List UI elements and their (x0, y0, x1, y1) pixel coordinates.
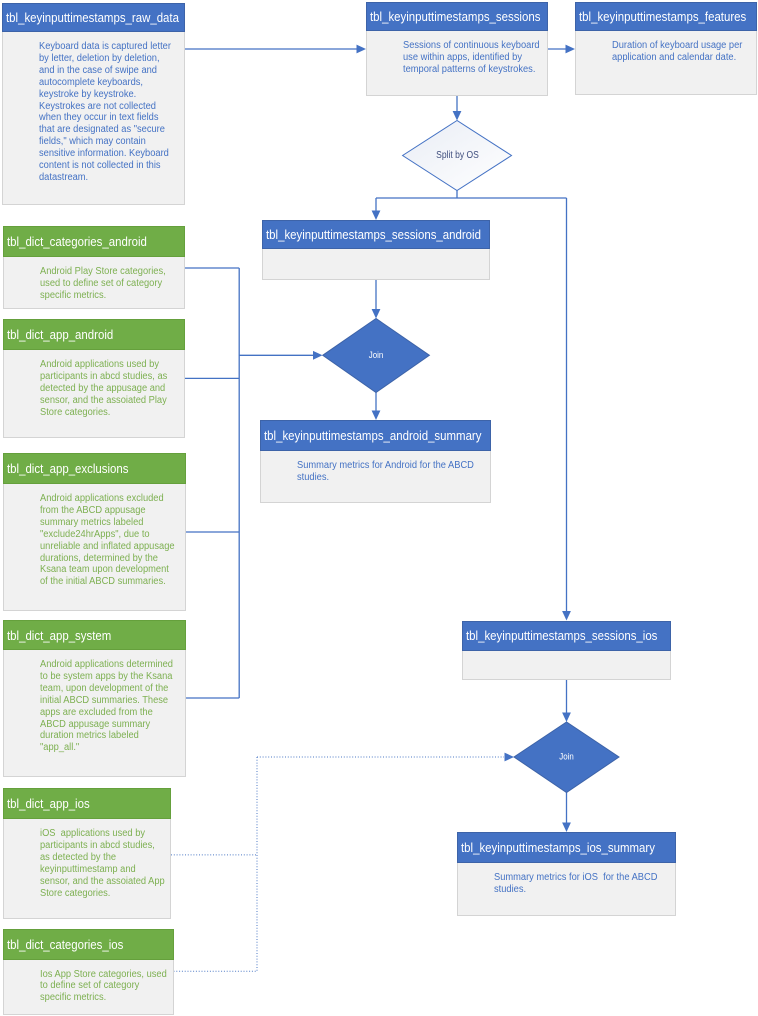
svg-text:Join: Join (559, 752, 574, 762)
svg-text:Join: Join (369, 350, 384, 360)
svg-text:Split by OS: Split by OS (436, 150, 479, 161)
